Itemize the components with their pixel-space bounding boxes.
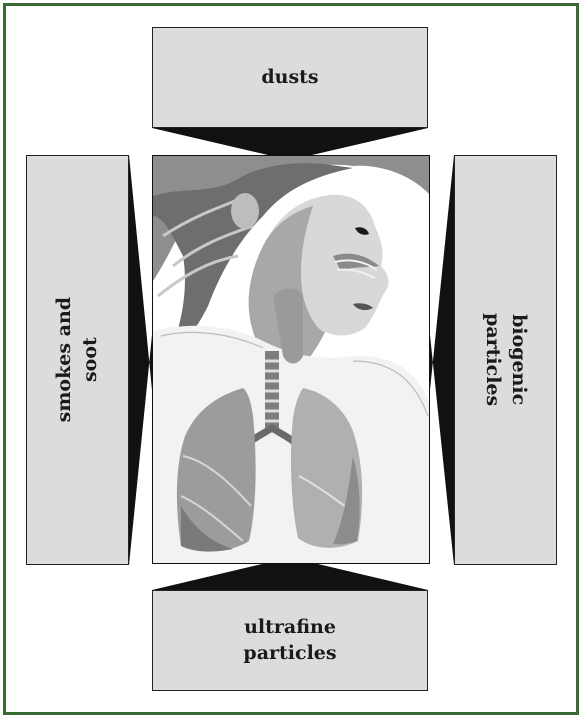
biogenic-particles-box: biogenic particles <box>454 155 557 565</box>
left-lung <box>176 388 256 551</box>
right-lung <box>290 388 363 548</box>
smokes-and-soot-box: smokes and soot <box>26 155 129 565</box>
top-wedge <box>152 128 428 155</box>
hair-strands <box>153 163 353 346</box>
child-lungs-illustration <box>152 155 430 564</box>
nasal-passage <box>333 253 379 271</box>
ultrafine-label: ultrafine <box>244 615 336 638</box>
nasal-lines <box>334 259 378 279</box>
left-lung-shade <box>181 506 233 552</box>
eye <box>355 227 369 235</box>
right-wedge <box>430 155 454 565</box>
right-lung-shade <box>333 456 360 545</box>
trachea-rings <box>265 359 279 423</box>
left-lung-lobe <box>180 455 252 542</box>
child-lungs-svg <box>153 156 429 563</box>
ear <box>231 193 259 229</box>
ultrafine-particles-text: ultrafine particles <box>243 615 336 666</box>
left-wedge <box>129 155 152 565</box>
bottom-wedge <box>152 564 428 590</box>
outer-frame <box>3 3 579 715</box>
mouth <box>353 303 373 311</box>
shirt-lines <box>160 331 429 417</box>
dusts-label: dusts <box>261 65 319 88</box>
bottom-particles-label: particles <box>243 641 337 664</box>
ultrafine-particles-box: ultrafine particles <box>152 590 428 691</box>
throat <box>273 288 303 364</box>
dusts-box: dusts <box>152 27 428 128</box>
